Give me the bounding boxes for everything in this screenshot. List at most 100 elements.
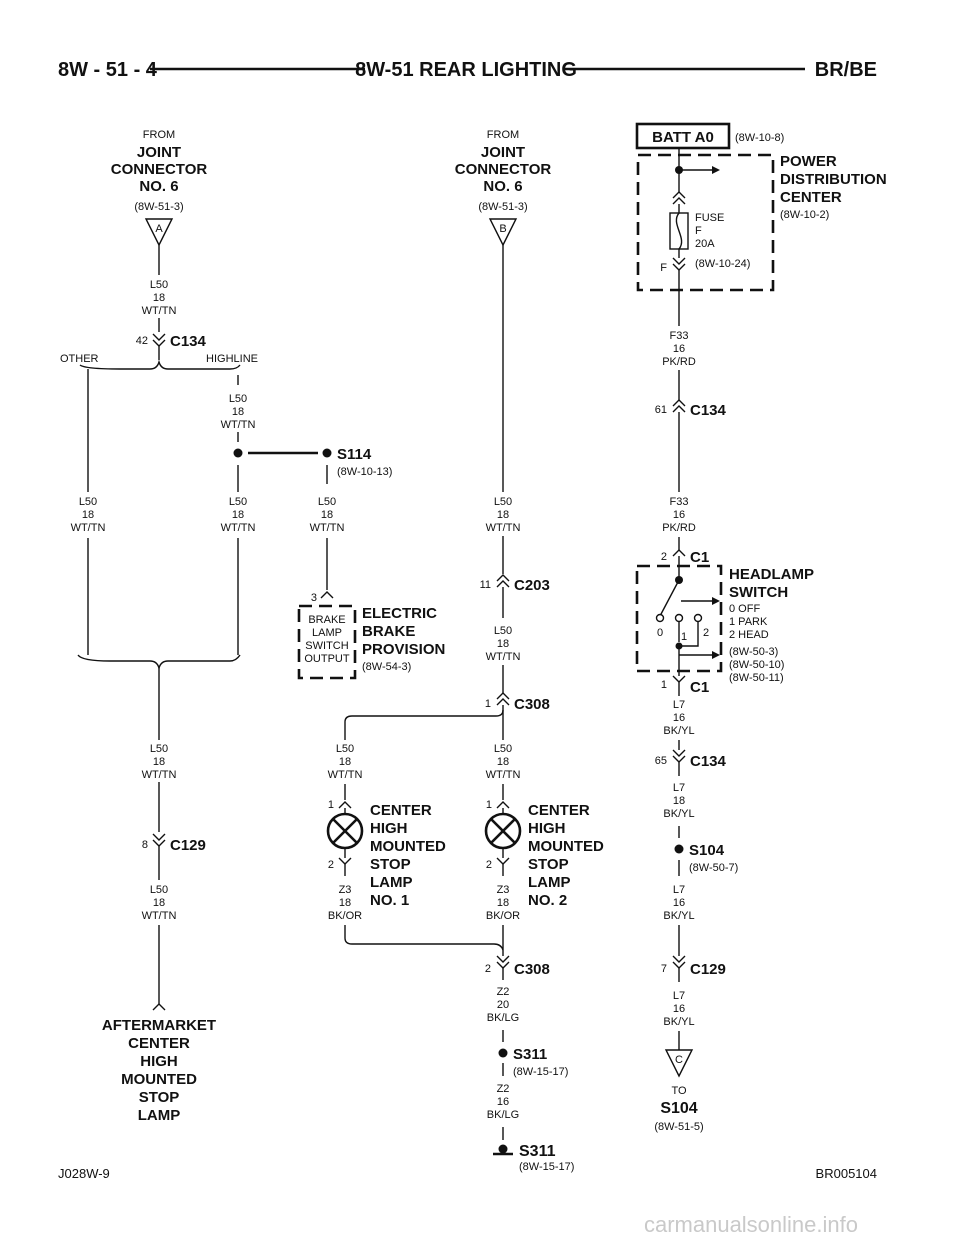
aftermarket-title-line: MOUNTED	[121, 1071, 197, 1088]
electric-brake-title: BRAKE	[362, 623, 415, 640]
connector-chevron	[672, 749, 686, 757]
wire-color: WT/TN	[71, 522, 106, 534]
connector-chevron	[672, 399, 686, 407]
connector-chevron	[496, 580, 510, 588]
connector-chevron	[496, 857, 510, 865]
wire-color: WT/TN	[328, 769, 363, 781]
pin-number: 1	[328, 799, 334, 811]
pin-number: 3	[311, 592, 317, 604]
electric-brake-provision-box	[297, 604, 357, 680]
joint-label: JOINT	[137, 144, 181, 161]
lamp1-title-line: HIGH	[370, 820, 408, 837]
splice-s114-label: S114	[337, 446, 372, 463]
pin-number: 1	[485, 698, 491, 710]
connector-chevron	[496, 574, 510, 582]
wire-color: BK/LG	[487, 1109, 519, 1121]
wire-color: BK/YL	[663, 808, 694, 820]
connector-chevron	[672, 197, 686, 205]
splice-s104-ref: (8W-50-7)	[689, 862, 738, 874]
wire-gauge: 18	[232, 406, 244, 418]
busbar-arrow-icon	[712, 166, 720, 174]
wire-code: L50	[494, 496, 512, 508]
wire-gauge: 18	[82, 509, 94, 521]
connector-c134-label: C134	[170, 333, 207, 350]
lamp1-title-line: NO. 1	[370, 892, 409, 909]
wire-code: L7	[673, 990, 685, 1002]
wire-code: Z3	[497, 884, 510, 896]
connector-label: CONNECTOR	[111, 161, 208, 178]
switch-internal-wiring	[678, 622, 699, 647]
connector-chevron	[496, 801, 510, 809]
pin-number: 8	[142, 839, 148, 851]
joint-ref: (8W-51-3)	[478, 201, 527, 213]
batt-a0-ref: (8W-10-8)	[735, 132, 784, 144]
pin-number: 11	[480, 579, 491, 591]
fuse-label: F	[695, 225, 702, 237]
connector-c1-label: C1	[690, 549, 709, 566]
wire-gauge: 18	[497, 897, 509, 909]
wire-color: WT/TN	[486, 522, 521, 534]
wire-gauge: 18	[497, 509, 509, 521]
lamp2-title-line: HIGH	[528, 820, 566, 837]
wire-code: L7	[673, 782, 685, 794]
wire-code: Z2	[497, 1083, 510, 1095]
to-label: TO	[671, 1085, 687, 1097]
wire-gauge: 18	[339, 897, 351, 909]
pin-number: 2	[486, 859, 492, 871]
ground-s311-ref: (8W-15-17)	[519, 1161, 574, 1173]
pin-label: F	[660, 262, 667, 274]
connector-c134-label: C134	[690, 402, 727, 419]
connector-b-letter: B	[499, 223, 506, 235]
connector-c203-label: C203	[514, 577, 550, 594]
headlamp-switch-title: HEADLAMP	[729, 566, 814, 583]
fuse-label: FUSE	[695, 212, 724, 224]
page-header: 8W - 51 - 4 8W-51 REAR LIGHTING BR/BE	[58, 59, 877, 81]
pin-number: 2	[328, 859, 334, 871]
wire-gauge: 16	[673, 1003, 685, 1015]
watermark-text: carmanualsonline.info	[644, 1212, 858, 1237]
brake-lamp-label: LAMP	[312, 627, 342, 639]
connector-chevron	[152, 1003, 166, 1011]
brake-lamp-label: BRAKE	[308, 614, 345, 626]
connector-chevron	[672, 191, 686, 199]
connector-a-letter: A	[155, 223, 163, 235]
center-stop-lamp-1-label: CENTER HIGH MOUNTED STOP LAMP NO. 1	[370, 802, 446, 909]
joint-ref: (8W-51-3)	[134, 201, 183, 213]
lamp-bulb-icon	[484, 812, 522, 850]
headlamp-switch-ref: (8W-50-10)	[729, 659, 784, 671]
batt-a0-box	[635, 122, 731, 150]
switch-contact-label: 1	[681, 631, 687, 643]
wire-c308-branch-lamp1	[344, 705, 504, 740]
switch-contact-label: 2	[703, 627, 709, 639]
wire-color: BK/LG	[487, 1012, 519, 1024]
batt-a0-label: BATT A0	[652, 129, 714, 146]
splice-s114-dot	[322, 448, 332, 458]
wire-gauge: 16	[673, 343, 685, 355]
connector-chevron	[496, 698, 510, 706]
wire-color: BK/YL	[663, 725, 694, 737]
wire-code: L50	[150, 884, 168, 896]
lamp2-title-line: CENTER	[528, 802, 590, 819]
wire-gauge: 16	[673, 509, 685, 521]
lamp2-title-line: STOP	[528, 856, 569, 873]
ground-s311-label: S311	[519, 1143, 556, 1160]
connector-chevron	[152, 833, 166, 841]
splice-s104-label: S104	[689, 842, 725, 859]
joint-no-label: NO. 6	[483, 178, 522, 195]
wire-color: WT/TN	[221, 522, 256, 534]
ground-eyelet-icon	[493, 1144, 513, 1156]
connector-chevron	[672, 549, 686, 557]
wire-code: Z3	[339, 884, 352, 896]
wire-code: Z2	[497, 986, 510, 998]
header-title: 8W-51 REAR LIGHTING	[355, 59, 577, 81]
switch-arrow-icon	[712, 597, 720, 605]
connector-c-letter: C	[675, 1054, 683, 1066]
wire-color: WT/TN	[142, 305, 177, 317]
joint-connector-a-label: FROM JOINT CONNECTOR NO. 6 (8W-51-3)	[111, 129, 208, 213]
wire-color: WT/TN	[142, 910, 177, 922]
wire-color: WT/TN	[486, 769, 521, 781]
headlamp-switch-ref: (8W-50-11)	[729, 672, 784, 684]
fuse-ref: (8W-10-24)	[695, 258, 750, 270]
center-stop-lamp-2-label: CENTER HIGH MOUNTED STOP LAMP NO. 2	[528, 802, 604, 909]
